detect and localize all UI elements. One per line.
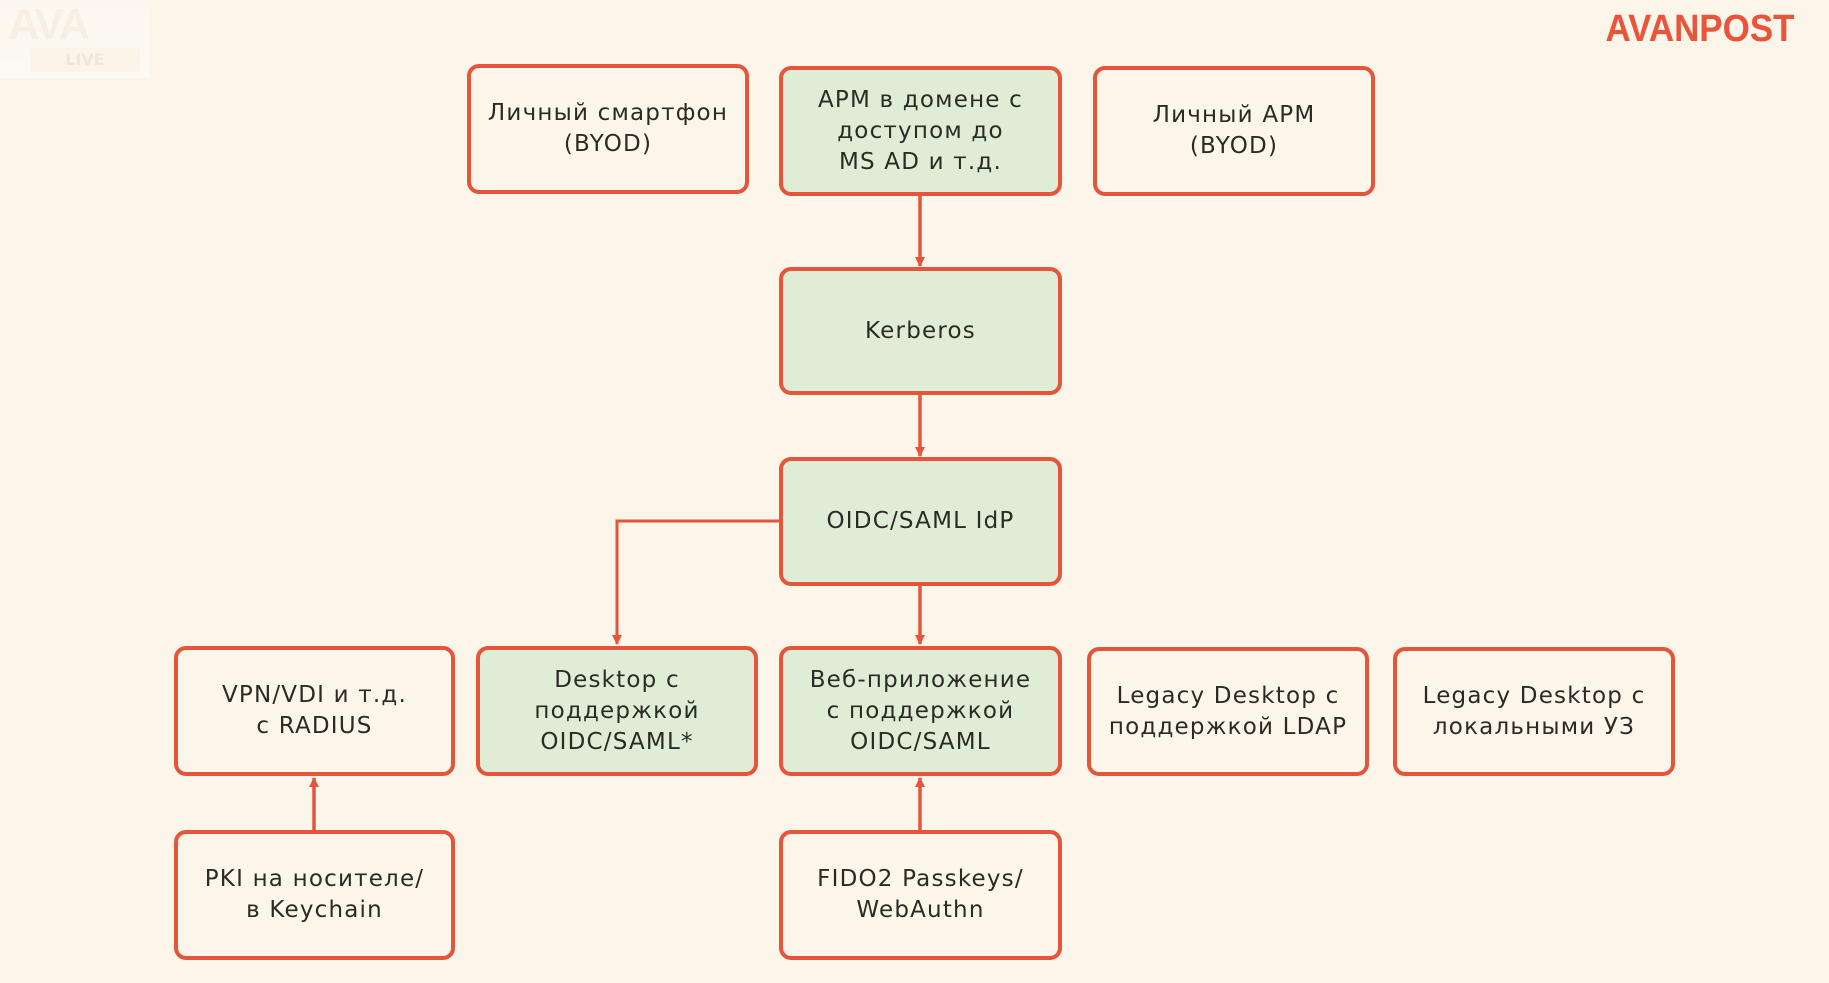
- node-label: Legacy Desktop с локальными УЗ: [1422, 682, 1646, 740]
- node-label: Legacy Desktop с поддержкой LDAP: [1108, 682, 1348, 740]
- event-watermark: AVA LIVE: [0, 0, 150, 78]
- node-domain-workstation: АРМ в домене с доступом до MS AD и т.д.: [779, 66, 1062, 196]
- edge-idp-to-desktop: [612, 519, 781, 645]
- node-label: PKI на носителе/ в Keychain: [204, 866, 425, 923]
- node-legacy-ldap: Legacy Desktop с поддержкой LDAP: [1087, 647, 1369, 776]
- node-legacy-local: Legacy Desktop с локальными УЗ: [1393, 647, 1675, 776]
- node-label: Личный АРМ (BYOD): [1152, 102, 1316, 159]
- node-fido2: FIDO2 Passkeys/ WebAuthn: [779, 830, 1062, 960]
- node-label: Веб-приложение с поддержкой OIDC/SAML: [809, 666, 1032, 755]
- node-kerberos: Kerberos: [779, 267, 1062, 395]
- node-label: Личный смартфон (BYOD): [487, 100, 729, 157]
- node-label: Desktop с поддержкой OIDC/SAML*: [534, 666, 700, 755]
- node-label: Kerberos: [865, 317, 976, 344]
- node-pki: PKI на носителе/ в Keychain: [174, 830, 455, 960]
- node-label: FIDO2 Passkeys/ WebAuthn: [817, 866, 1024, 923]
- node-label: АРМ в домене с доступом до MS AD и т.д.: [817, 86, 1024, 175]
- node-desktop-oidc: Desktop с поддержкой OIDC/SAML*: [476, 646, 758, 776]
- node-vpn-vdi: VPN/VDI и т.д. с RADIUS: [174, 646, 455, 776]
- node-personal-workstation: Личный АРМ (BYOD): [1093, 66, 1375, 196]
- node-label: OIDC/SAML IdP: [826, 508, 1015, 534]
- node-label: VPN/VDI и т.д. с RADIUS: [221, 682, 408, 739]
- node-web-app: Веб-приложение с поддержкой OIDC/SAML: [779, 646, 1062, 776]
- watermark-text: AVA: [8, 0, 90, 49]
- node-personal-smartphone: Личный смартфон (BYOD): [467, 64, 749, 194]
- node-oidc-saml-idp: OIDC/SAML IdP: [779, 457, 1062, 586]
- avanpost-logo: AVANPOST: [1604, 8, 1794, 50]
- watermark-subtext: LIVE: [30, 48, 140, 72]
